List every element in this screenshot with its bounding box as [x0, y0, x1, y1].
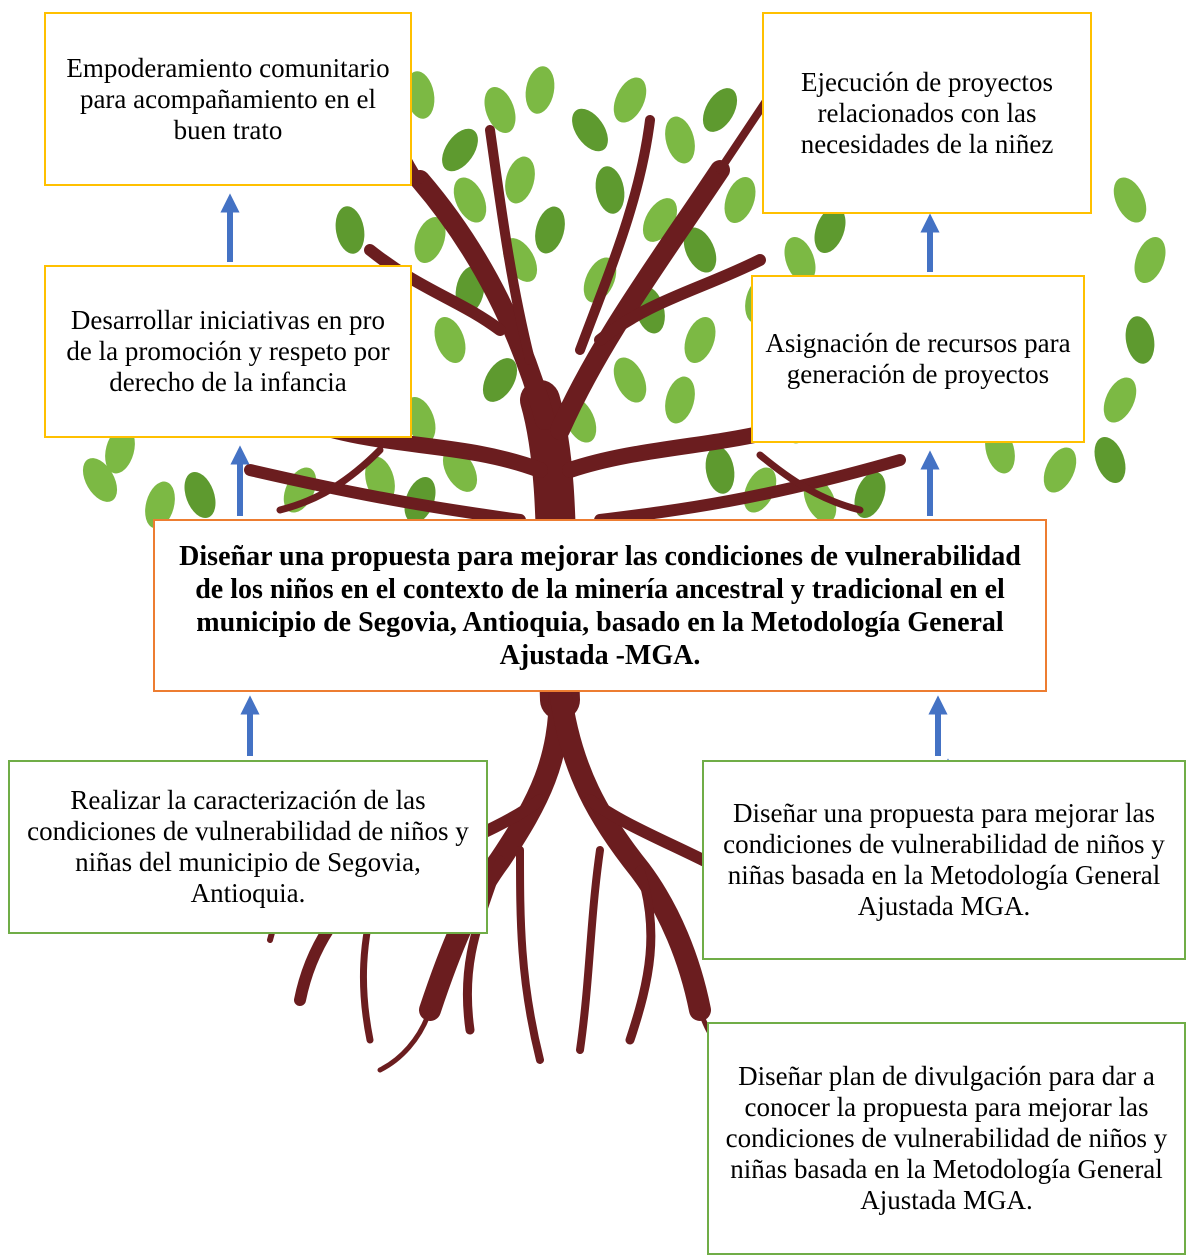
leaf-shape — [82, 458, 118, 502]
leaf-shape — [434, 316, 466, 364]
leaf-shape — [705, 446, 735, 494]
leaf-shape — [405, 71, 435, 119]
leaf-shape — [665, 116, 695, 164]
leaf-shape — [525, 66, 555, 114]
trunk-objective-box: Diseñar una propuesta para mejorar las c… — [153, 519, 1047, 692]
leaf-shape — [613, 77, 647, 123]
leaf-shape — [683, 227, 717, 273]
leaf-shape — [1113, 177, 1147, 223]
leaf-shape — [184, 471, 216, 519]
leaf-shape — [684, 316, 716, 364]
root-box-left: Realizar la caracterización de las condi… — [8, 760, 488, 934]
leaf-shape — [335, 206, 365, 254]
leaf-shape — [404, 396, 436, 444]
branch-box-left-top: Empoderamiento comunitario para acompaña… — [44, 12, 412, 186]
leaf-shape — [1103, 377, 1137, 423]
leaf-shape — [1043, 447, 1077, 493]
leaf-shape — [814, 206, 846, 254]
leaf-shape — [784, 236, 816, 284]
leaf-shape — [484, 86, 516, 134]
leaf-shape — [1094, 436, 1126, 484]
leaf-shape — [595, 166, 625, 214]
leaf-shape — [453, 177, 487, 223]
leaf-shape — [1125, 316, 1155, 364]
branch-box-right-mid: Asignación de recursos para generación d… — [751, 275, 1085, 443]
leaf-shape — [572, 108, 608, 152]
root-box-bottom: Diseñar plan de divulgación para dar a c… — [707, 1022, 1186, 1255]
leaf-shape — [1134, 236, 1166, 284]
leaf-shape — [442, 128, 478, 172]
leaf-shape — [482, 358, 518, 402]
leaf-shape — [724, 176, 756, 224]
branch-box-left-mid: Desarrollar iniciativas en pro de la pro… — [44, 265, 412, 438]
leaf-shape — [854, 471, 886, 519]
branch-box-right-top: Ejecución de proyectos relacionados con … — [762, 12, 1092, 214]
leaf-shape — [105, 426, 135, 474]
leaf-shape — [145, 481, 175, 529]
root-box-right: Diseñar una propuesta para mejorar las c… — [702, 760, 1186, 960]
leaf-shape — [414, 216, 446, 264]
leaf-shape — [505, 156, 535, 204]
leaf-shape — [665, 376, 695, 424]
leaf-shape — [535, 206, 565, 254]
leaf-shape — [613, 357, 647, 403]
leaf-shape — [702, 88, 738, 132]
